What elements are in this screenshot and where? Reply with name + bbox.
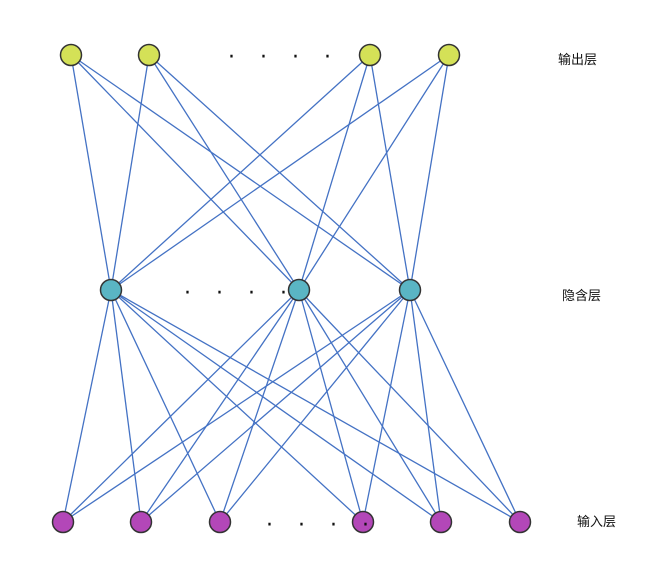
edge-hidden-3-output-3 bbox=[369, 54, 411, 291]
input-node-1 bbox=[51, 510, 75, 534]
edge-input-4-hidden-2 bbox=[298, 289, 364, 523]
edge-input-2-hidden-1 bbox=[110, 289, 142, 523]
edge-hidden-3-output-2 bbox=[148, 54, 411, 291]
edge-hidden-2-output-3 bbox=[298, 54, 371, 291]
edge-hidden-1-output-2 bbox=[110, 54, 150, 291]
output-node-1 bbox=[59, 43, 83, 67]
input-node-4 bbox=[351, 510, 375, 534]
edge-input-6-hidden-2 bbox=[298, 289, 521, 523]
edge-input-5-hidden-2 bbox=[298, 289, 442, 523]
output-node-2 bbox=[137, 43, 161, 67]
edge-input-4-hidden-1 bbox=[110, 289, 364, 523]
edge-input-6-hidden-1 bbox=[110, 289, 521, 523]
output-layer-ellipsis: · · · · bbox=[228, 45, 340, 70]
output-node-4 bbox=[437, 43, 461, 67]
input-layer-ellipsis: · · · · bbox=[266, 513, 378, 538]
input-node-2 bbox=[129, 510, 153, 534]
network-nodes bbox=[51, 43, 532, 534]
edge-input-5-hidden-1 bbox=[110, 289, 442, 523]
edge-input-3-hidden-2 bbox=[219, 289, 300, 523]
edge-input-4-hidden-3 bbox=[362, 289, 411, 523]
output-layer-label: 输出层 bbox=[558, 52, 597, 68]
edge-hidden-2-output-2 bbox=[148, 54, 300, 291]
edge-input-1-hidden-1 bbox=[62, 289, 112, 523]
hidden-node-2 bbox=[287, 278, 311, 302]
input-node-5 bbox=[429, 510, 453, 534]
hidden-layer-ellipsis: · · · · bbox=[184, 281, 296, 306]
edge-hidden-3-output-1 bbox=[70, 54, 411, 291]
edge-hidden-2-output-1 bbox=[70, 54, 300, 291]
input-node-3 bbox=[208, 510, 232, 534]
output-node-3 bbox=[358, 43, 382, 67]
edge-input-5-hidden-3 bbox=[409, 289, 442, 523]
hidden-layer-label: 隐含层 bbox=[562, 288, 601, 304]
edge-hidden-1-output-1 bbox=[70, 54, 112, 291]
input-layer-label: 输入层 bbox=[577, 514, 616, 530]
hidden-node-3 bbox=[398, 278, 422, 302]
edge-input-3-hidden-1 bbox=[110, 289, 221, 523]
hidden-node-1 bbox=[99, 278, 123, 302]
edge-hidden-2-output-4 bbox=[298, 54, 450, 291]
edge-input-2-hidden-2 bbox=[140, 289, 300, 523]
connection-edges bbox=[62, 54, 521, 523]
edge-hidden-3-output-4 bbox=[409, 54, 450, 291]
input-node-6 bbox=[508, 510, 532, 534]
edge-input-1-hidden-2 bbox=[62, 289, 300, 523]
edge-input-6-hidden-3 bbox=[409, 289, 521, 523]
